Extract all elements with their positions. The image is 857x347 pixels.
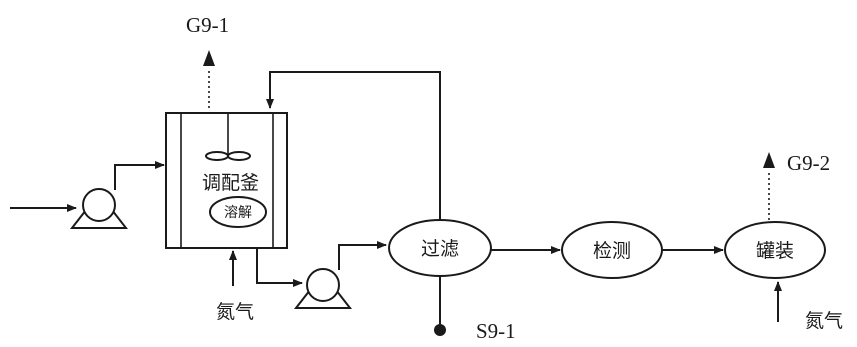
pump-1-icon <box>82 188 116 222</box>
filter-node: 过滤 <box>388 219 492 277</box>
inspect-node: 检测 <box>561 221 663 279</box>
agitator-blade-left-icon <box>205 151 229 161</box>
dissolve-node <box>209 196 267 228</box>
inspect-label: 检测 <box>593 240 631 262</box>
emission-arrow-icon <box>203 50 215 66</box>
vessel-outlet-line <box>256 248 303 287</box>
filter-label: 过滤 <box>421 238 459 260</box>
pump-2-icon <box>306 268 340 302</box>
fill-node: 罐装 <box>724 221 826 279</box>
nitrogen-fill-label: 氮气 <box>805 310 843 332</box>
agitator-blade-right-icon <box>227 151 251 161</box>
mixing-vessel: 调配釜 溶解 <box>165 112 288 249</box>
pump-2 <box>293 268 353 309</box>
emission-g9-1: G9-1 <box>186 13 229 108</box>
fill-ellipse <box>724 221 826 279</box>
recycle-line <box>266 71 441 222</box>
vessel-label: 调配釜 <box>202 172 259 194</box>
solid-waste-dot-icon <box>434 324 446 336</box>
emission-g9-1-label: G9-1 <box>186 13 229 37</box>
dissolve-label: 溶解 <box>224 205 252 221</box>
nitrogen-vessel-label: 氮气 <box>216 301 254 323</box>
emission-arrow-icon <box>763 152 775 168</box>
emission-g9-2: G9-2 <box>763 151 830 220</box>
pump-2-to-filter-line <box>338 241 387 270</box>
fill-label: 罐装 <box>756 240 794 262</box>
pump-1-to-vessel-line <box>114 161 165 190</box>
solid-waste-s9-1-label: S9-1 <box>476 319 516 343</box>
pump-1 <box>69 188 129 229</box>
emission-g9-2-label: G9-2 <box>787 151 830 175</box>
